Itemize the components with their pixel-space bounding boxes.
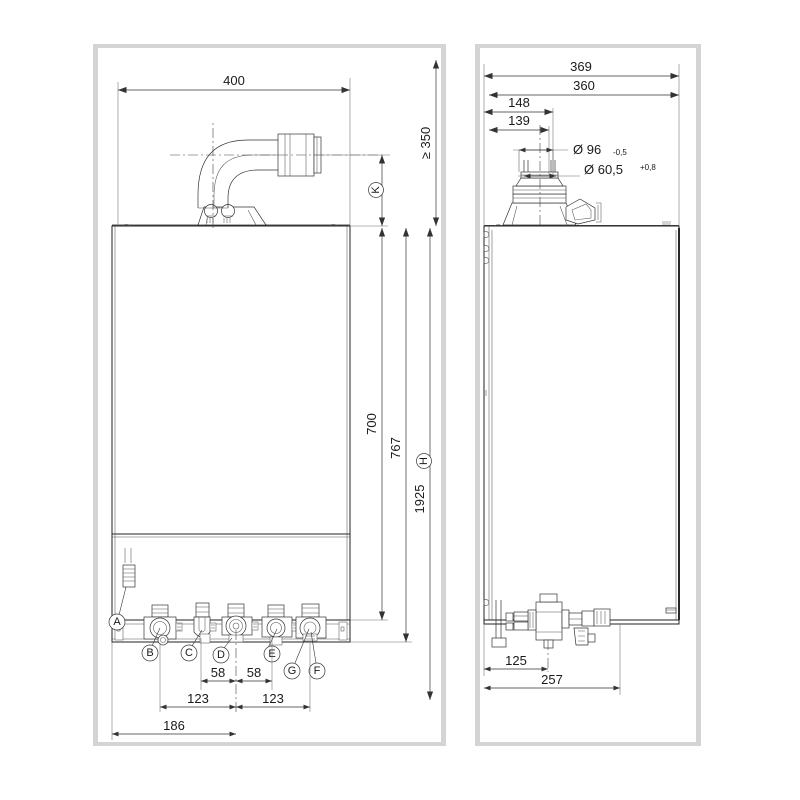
dim-360-label: 360 <box>573 78 595 93</box>
balloon-f-circle <box>308 662 326 680</box>
flue-collar-side <box>502 125 602 226</box>
bottom-components-side <box>483 593 680 672</box>
dim-369-label: 369 <box>570 59 592 74</box>
dim-700-label: 700 <box>364 413 379 435</box>
dim-400-label: 400 <box>223 73 245 88</box>
dim-58-right-label: 58 <box>247 665 261 680</box>
balloon-c-label: C <box>185 647 193 659</box>
dim-186-label: 186 <box>163 718 185 733</box>
balloon-a-circle <box>108 613 126 631</box>
dim-123-group: 123 123 <box>159 643 311 712</box>
dim-257-label: 257 <box>541 672 563 687</box>
dim-dia-605-tol: +0,8 <box>640 163 656 172</box>
dim-186: 186 <box>111 642 237 740</box>
dim-min-350-label: ≥ 350 <box>418 127 433 159</box>
dim-123-left-label: 123 <box>187 691 209 706</box>
dim-dia-605-label: Ø 60,5 <box>584 162 623 177</box>
dim-dia-96-tol: -0,5 <box>613 148 627 157</box>
dim-257: 257 <box>483 624 621 695</box>
dim-125-label: 125 <box>505 653 527 668</box>
boiler-body-front <box>111 224 351 621</box>
dim-123-right-label: 123 <box>262 691 284 706</box>
fitting-e <box>261 604 299 646</box>
balloon-b-circle <box>141 644 159 662</box>
balloon-h-circle <box>416 453 432 469</box>
dim-flue-height-k: K <box>314 154 390 226</box>
dim-700: 700 <box>350 225 388 621</box>
balloon-g-label: G <box>288 665 297 677</box>
dim-139-label: 139 <box>508 113 530 128</box>
dim-139: 139 <box>489 113 550 175</box>
dim-369: 369 <box>483 59 680 226</box>
dim-dia-605: Ø 60,5 +0,8 <box>518 162 656 179</box>
side-view: 369 360 148 139 <box>483 59 680 695</box>
dim-min-350: ≥ 350 <box>418 60 440 226</box>
fitting-c <box>193 602 217 644</box>
balloon-f-label: F <box>314 665 321 677</box>
dim-dia-96: Ø 96 -0,5 <box>513 142 627 172</box>
valve-fittings-group <box>143 602 327 646</box>
balloon-c-circle <box>180 644 198 662</box>
dim-148-label: 148 <box>508 95 530 110</box>
fitting-d <box>221 603 259 643</box>
balloon-g-circle <box>283 662 301 680</box>
balloon-k-label: K <box>370 186 382 194</box>
dim-1925-h: H 1925 <box>412 228 434 700</box>
boiler-body-side <box>483 221 680 621</box>
dim-58-left-label: 58 <box>211 665 225 680</box>
callout-balloons: A B C D E G <box>108 586 326 680</box>
dim-360: 360 <box>489 78 679 99</box>
balloon-a-label: A <box>113 616 121 628</box>
balloon-h-label: H <box>418 457 430 465</box>
front-view: 400 ≥ 350 K 700 <box>108 60 440 740</box>
dim-1925-label: 1925 <box>412 485 427 514</box>
balloon-k-circle <box>368 182 384 198</box>
connector-a <box>122 548 136 588</box>
dim-dia-96-label: Ø 96 <box>573 142 601 157</box>
dim-58-group: 58 58 <box>200 630 273 712</box>
balloon-d-circle <box>212 646 230 664</box>
fitting-f-g <box>295 603 327 642</box>
balloon-d-label: D <box>217 649 225 661</box>
drawing-frame <box>93 44 701 746</box>
balloon-b-label: B <box>146 647 153 659</box>
dim-767-label: 767 <box>388 437 403 459</box>
dim-400: 400 <box>117 73 351 226</box>
flue-elbow-assembly <box>170 120 382 228</box>
dim-125: 125 <box>483 624 549 676</box>
dim-767: 767 <box>350 228 412 643</box>
dim-148: 148 <box>484 95 554 175</box>
